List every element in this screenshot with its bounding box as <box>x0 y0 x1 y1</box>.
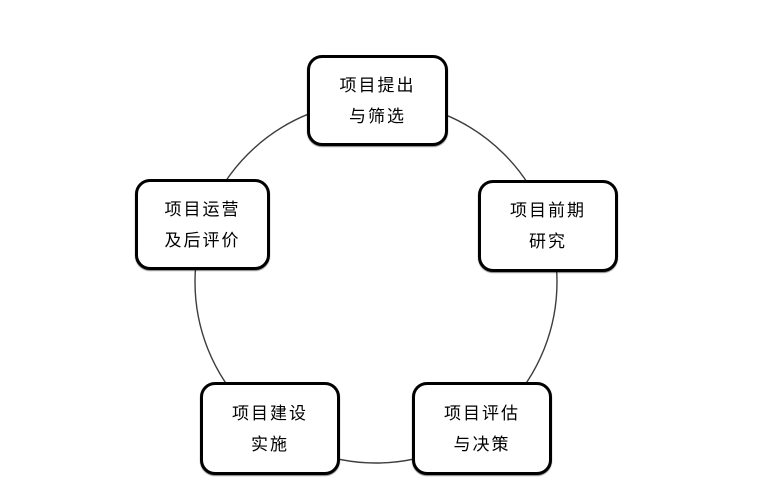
node-label-line2: 与决策 <box>453 434 511 454</box>
node-operation-post-evaluation: 项目运营 及后评价 <box>135 179 270 270</box>
node-evaluation-decision: 项目评估 与决策 <box>412 382 552 475</box>
node-proposal-screening: 项目提出 与筛选 <box>307 55 448 146</box>
node-construction-implementation: 项目建设 实施 <box>200 382 340 475</box>
node-label-line2: 与筛选 <box>349 106 406 126</box>
node-label-line1: 项目建设 <box>232 403 308 423</box>
node-label-line2: 及后评价 <box>164 230 241 250</box>
node-label-line1: 项目评估 <box>444 403 520 423</box>
node-label-line1: 项目运营 <box>164 199 241 219</box>
node-label-line1: 项目前期 <box>510 201 586 220</box>
node-label-line2: 实施 <box>251 434 289 454</box>
node-label-line2: 研究 <box>529 232 567 251</box>
node-preliminary-research: 项目前期 研究 <box>478 180 618 272</box>
node-label-line1: 项目提出 <box>339 75 416 95</box>
